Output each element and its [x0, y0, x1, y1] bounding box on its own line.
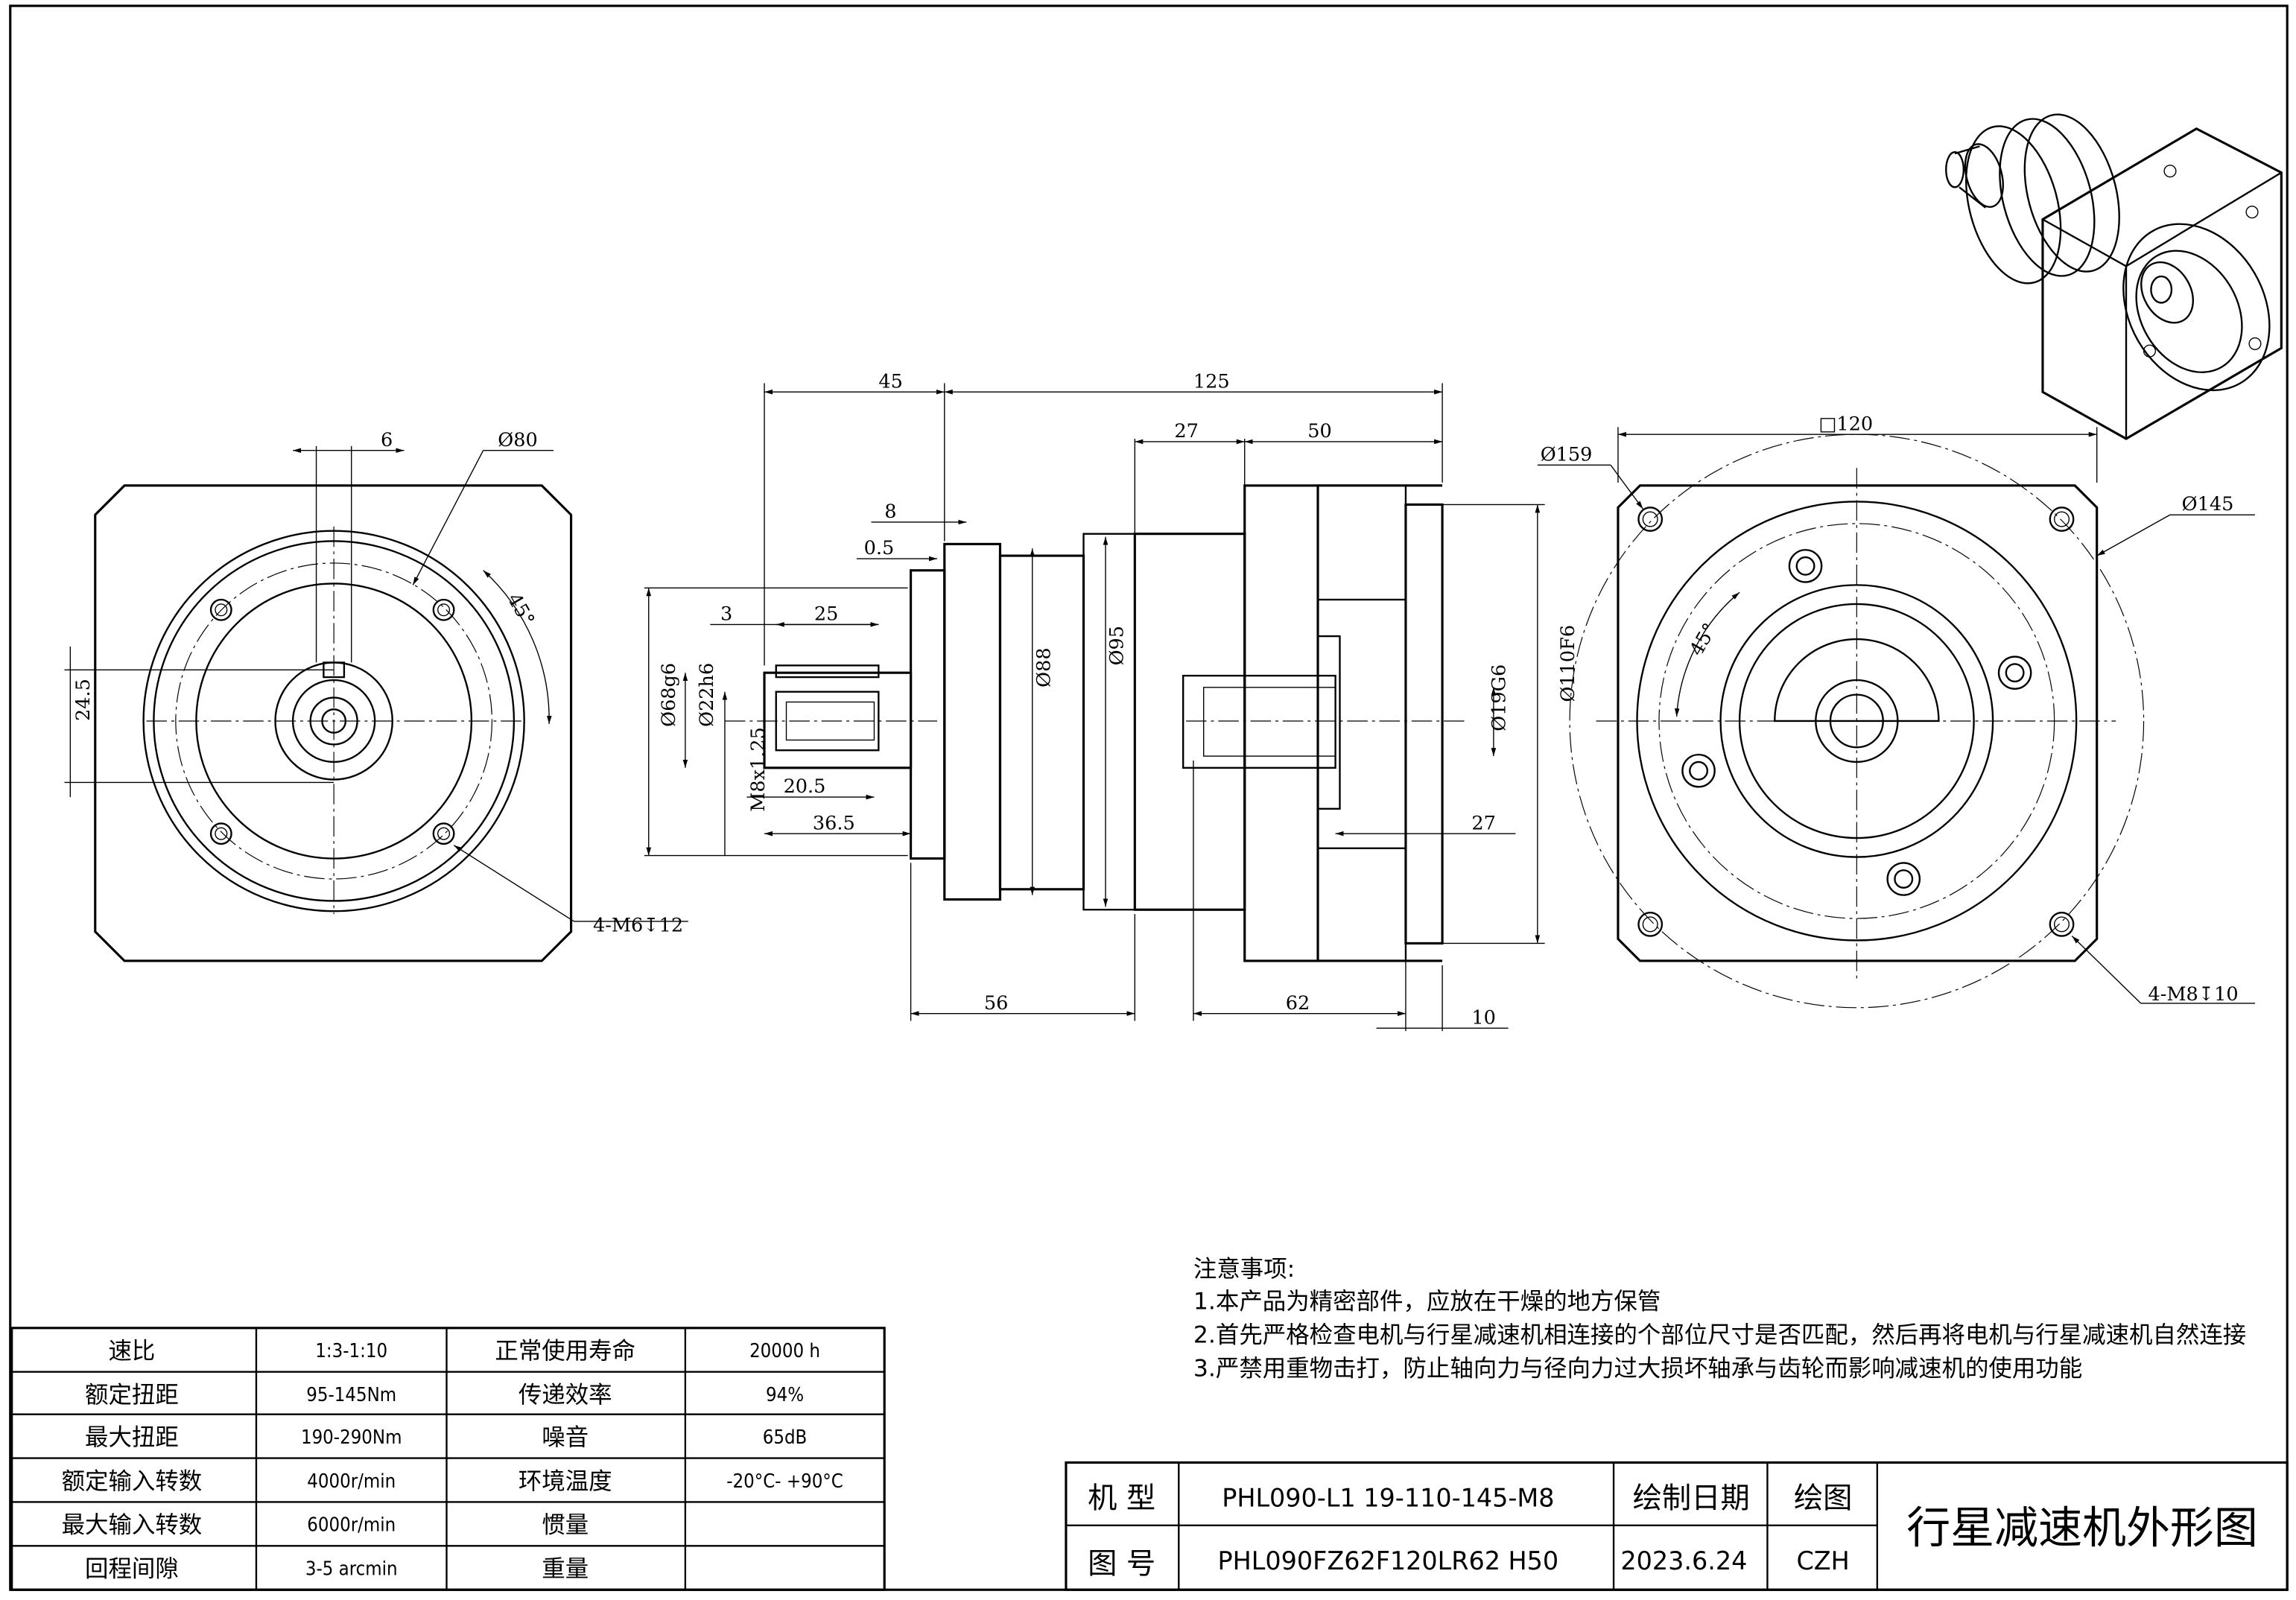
- drawing-rear_view-dia159: Ø159: [1541, 443, 1593, 466]
- drawing-front_view-holes: 4-M6↧12: [593, 915, 683, 937]
- title_block-model: PHL090-L1 19-110-145-M8: [1222, 1483, 1554, 1512]
- notes-items-0: 1.本产品为精密部件，应放在干燥的地方保管: [1193, 1288, 1661, 1315]
- spec-row: 回程间隙 3-5 arcmin 重量: [85, 1556, 589, 1583]
- mount-holes: [1637, 507, 2075, 937]
- specs-3-label2: 环境温度: [518, 1468, 612, 1495]
- drawing-front_view-angle: 45°: [503, 589, 539, 629]
- drawing-side_view-dia88: Ø88: [1033, 647, 1055, 687]
- output-holes: [1681, 549, 2032, 896]
- drawing-side_view-d56: 56: [984, 992, 1008, 1015]
- specs-table: 速比 1:3-1:10 正常使用寿命 20000 h 额定扭距 95-145Nm 传递效率…: [10, 1327, 886, 1591]
- specs-0-label2: 正常使用寿命: [495, 1338, 635, 1365]
- title_block-drawing_no: PHL090FZ62F120LR62 H50: [1218, 1546, 1559, 1575]
- rear-view: □120 Ø159 Ø145 45° 4-M8↧10: [1537, 413, 2255, 1009]
- drawing-rear_view-dia145: Ø145: [2182, 493, 2234, 515]
- specs-5-label2: 重量: [542, 1556, 589, 1583]
- spec-row: 速比 1:3-1:10 正常使用寿命 20000 h: [108, 1338, 820, 1365]
- drawing-side_view-dia19: Ø19G6: [1488, 664, 1511, 731]
- isometric-view-image: [1945, 113, 2283, 440]
- specs-5-value: 3-5 arcmin: [305, 1558, 398, 1581]
- specs-1-label: 额定扭距: [85, 1382, 179, 1409]
- drawing-rear_view-angle: 45°: [1685, 620, 1722, 660]
- drawing-side_view-d27b: 27: [1471, 812, 1495, 834]
- specs-0-value: 1:3-1:10: [315, 1340, 387, 1362]
- front-view: 6 Ø80 45° 24.5 4-M6↧12: [64, 429, 688, 962]
- specs-4-label: 最大输入转数: [62, 1512, 203, 1539]
- drawing-side_view-d125: 125: [1193, 370, 1230, 393]
- drawing-side_view-dia22: Ø22h6: [696, 663, 718, 727]
- drawing-side_view-thread: M8x1.25: [747, 727, 770, 812]
- notes-title: 注意事项:: [1193, 1256, 1295, 1283]
- drawing-side_view-d3: 3: [720, 603, 732, 626]
- specs-2-label: 最大扭距: [85, 1424, 179, 1451]
- drawing-side_view-d27: 27: [1174, 420, 1198, 442]
- title-block: 机 型 PHL090-L1 19-110-145-M8 绘制日期 绘图 图 号 …: [1065, 1461, 2289, 1591]
- bolt-holes: [209, 598, 455, 845]
- title_block-date_label: 绘制日期: [1633, 1482, 1750, 1515]
- drawing-side_view-d205: 20.5: [784, 775, 826, 798]
- side-view: 45 125 27 50 8 0.5 3 25 Ø68g6 Ø22h6 M8x1…: [644, 370, 1579, 1032]
- title_block-drawn_label: 绘图: [1794, 1482, 1853, 1515]
- drawing-rear_view-holes: 4-M8↧10: [2148, 983, 2238, 1006]
- specs-4-value: 6000r/min: [307, 1514, 396, 1537]
- drawing-side_view-d8: 8: [884, 501, 896, 523]
- title_block-model_label: 机 型: [1088, 1482, 1155, 1515]
- specs-0-label: 速比: [108, 1338, 155, 1365]
- drawing-side_view-dia95: Ø95: [1106, 626, 1129, 665]
- specs-1-value2: 94%: [766, 1384, 804, 1406]
- specs-4-label2: 惯量: [542, 1512, 589, 1539]
- drawing-front_view-key_height: 24.5: [72, 679, 95, 721]
- drawing-side_view-d25: 25: [814, 603, 838, 626]
- notes-items-1: 2.首先严格检查电机与行星减速机相连接的个部位尺寸是否匹配，然后再将电机与行星减…: [1193, 1321, 2246, 1348]
- drawing-front_view-keyway_width: 6: [381, 429, 393, 451]
- specs-0-value2: 20000 h: [749, 1340, 820, 1362]
- specs-5-label: 回程间隙: [85, 1556, 179, 1583]
- drawing-side_view-d62: 62: [1286, 992, 1310, 1015]
- title_block-drawing_no_label: 图 号: [1088, 1548, 1155, 1581]
- drawing-rear_view-square: □120: [1818, 413, 1873, 435]
- drawing-side_view-d10: 10: [1471, 1006, 1495, 1029]
- drawing-side_view-d45: 45: [878, 370, 902, 393]
- title_block-title: 行星减速机外形图: [1906, 1502, 2258, 1553]
- notes-items-2: 3.严禁用重物击打，防止轴向力与径向力过大损坏轴承与齿轮而影响减速机的使用功能: [1193, 1356, 2082, 1382]
- specs-3-value: 4000r/min: [307, 1470, 396, 1493]
- drawing-side_view-d365: 36.5: [813, 812, 855, 834]
- specs-2-label2: 噪音: [542, 1424, 589, 1451]
- specs-3-label: 额定输入转数: [62, 1468, 203, 1495]
- specs-2-value2: 65dB: [763, 1426, 808, 1449]
- title_block-drawn_by: CZH: [1796, 1546, 1849, 1575]
- specs-1-value: 95-145Nm: [306, 1384, 396, 1406]
- specs-1-label2: 传递效率: [518, 1382, 612, 1409]
- drawing-side_view-d05: 0.5: [864, 537, 895, 559]
- specs-3-value2: -20°C- +90°C: [726, 1470, 843, 1493]
- title_block-date: 2023.6.24: [1620, 1546, 1747, 1575]
- drawing-front_view-pcd: Ø80: [498, 429, 537, 451]
- spec-row: 最大扭距 190-290Nm 噪音 65dB: [85, 1424, 807, 1451]
- notes: 注意事项: 1.本产品为精密部件，应放在干燥的地方保管 2.首先严格检查电机与行…: [1193, 1256, 2246, 1382]
- drawing-side_view-dia68: Ø68g6: [658, 663, 680, 727]
- spec-row: 额定输入转数 4000r/min 环境温度 -20°C- +90°C: [62, 1468, 843, 1495]
- spec-row: 额定扭距 95-145Nm 传递效率 94%: [85, 1382, 804, 1409]
- drawing-side_view-d50: 50: [1307, 420, 1331, 442]
- specs-2-value: 190-290Nm: [301, 1426, 402, 1449]
- spec-row: 最大输入转数 6000r/min 惯量: [62, 1512, 589, 1539]
